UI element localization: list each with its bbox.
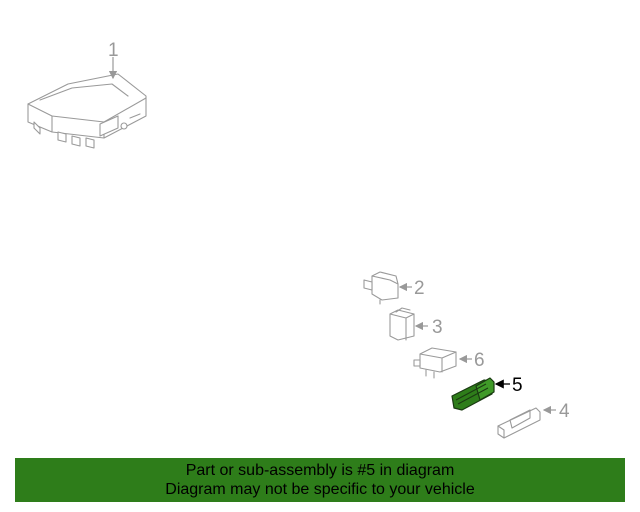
- part-1-junction-box[interactable]: [27, 73, 147, 149]
- callout-3: 3: [432, 317, 443, 338]
- callout-1: 1: [108, 40, 119, 61]
- callout-2: 2: [414, 278, 425, 299]
- callout-5: 5: [512, 375, 523, 396]
- banner-line-part: Part or sub-assembly is #5 in diagram: [185, 462, 455, 479]
- callout-4: 4: [559, 401, 570, 422]
- part-2-relay[interactable]: [363, 271, 399, 305]
- banner-line-disclaimer: Diagram may not be specific to your vehi…: [165, 481, 475, 498]
- part-4-fuse[interactable]: [497, 407, 541, 439]
- part-6-relay[interactable]: [413, 347, 457, 379]
- info-banner: Part or sub-assembly is #5 in diagram Di…: [15, 458, 625, 502]
- part-3-relay[interactable]: [389, 307, 415, 341]
- part-5-highlighted[interactable]: [451, 377, 495, 411]
- callout-6: 6: [474, 350, 485, 371]
